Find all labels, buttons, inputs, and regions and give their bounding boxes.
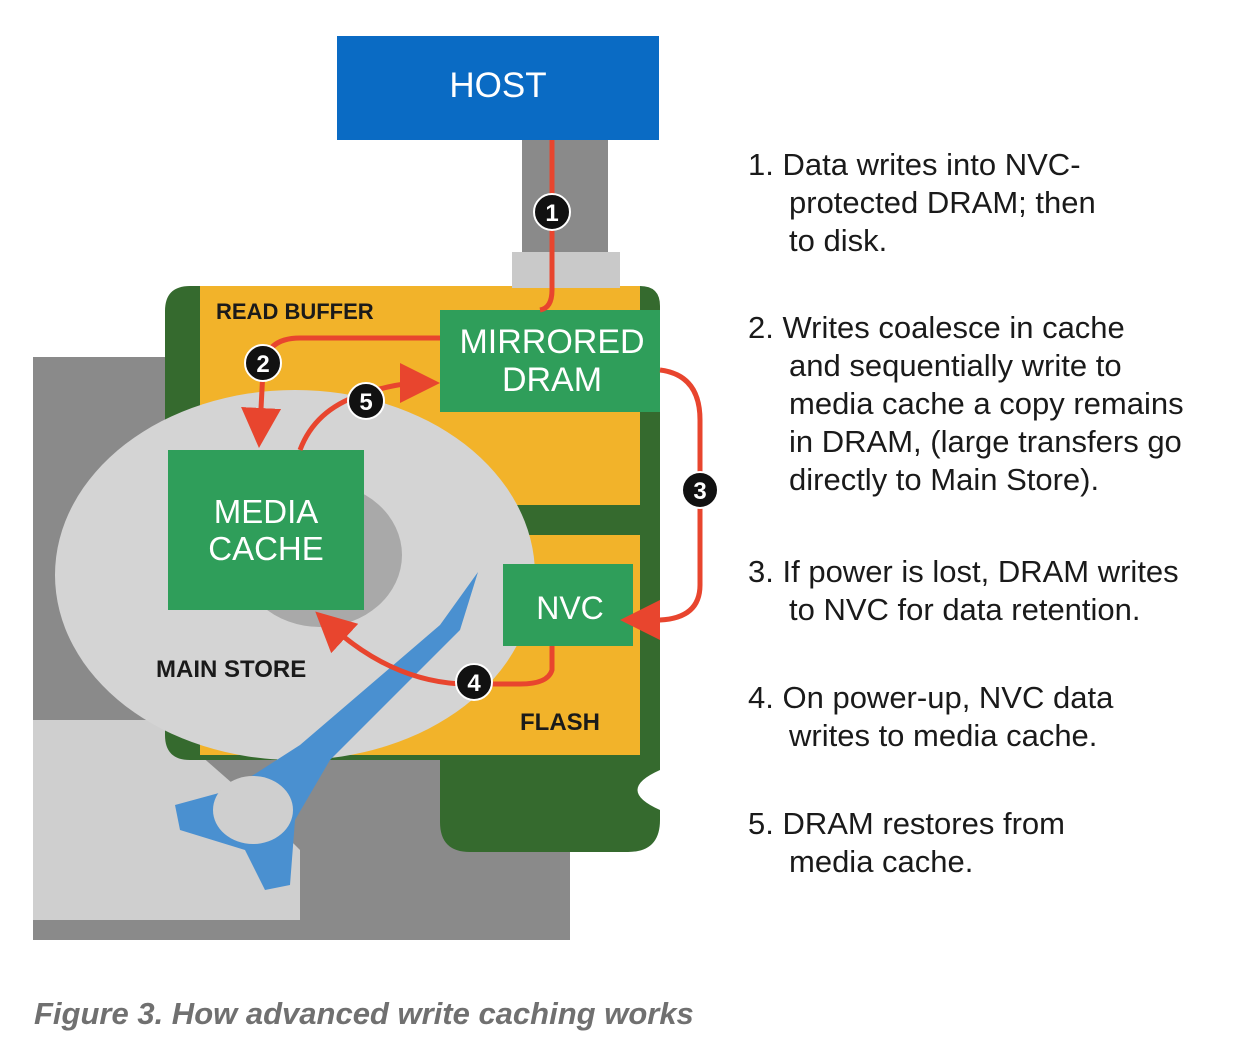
mirrored-dram-label-2: DRAM xyxy=(502,361,602,399)
arrow-1-host-to-dram xyxy=(539,140,555,313)
nvc-block xyxy=(503,564,633,646)
step-1-line-1: Data writes into NVC- xyxy=(782,147,1081,182)
mirrored-dram-label-1: MIRRORED xyxy=(459,323,644,361)
step-1: 1. Data writes into NVC- protected DRAM;… xyxy=(748,146,1096,260)
step-1-line-3: to disk. xyxy=(789,223,888,258)
svg-text:1: 1 xyxy=(545,200,558,227)
host-cable xyxy=(522,140,608,252)
buffer-divider xyxy=(510,505,640,535)
step-3-number: 3. xyxy=(748,554,774,589)
step-4-line-2: writes to media cache. xyxy=(789,718,1098,753)
svg-text:3: 3 xyxy=(693,478,706,505)
host-label: HOST xyxy=(449,66,546,105)
media-cache-label-2: CACHE xyxy=(208,530,324,567)
step-2-line-5: directly to Main Store). xyxy=(789,462,1100,497)
step-3-line-1: If power is lost, DRAM writes xyxy=(782,554,1179,589)
svg-text:4: 4 xyxy=(467,670,481,697)
step-5-line-2: media cache. xyxy=(789,844,974,879)
step-2-line-1: Writes coalesce in cache xyxy=(782,310,1125,345)
marker-2: 2 xyxy=(244,344,282,382)
step-2-line-4: in DRAM, (large transfers go xyxy=(789,424,1182,459)
main-store-label: MAIN STORE xyxy=(156,656,306,683)
step-4-number: 4. xyxy=(748,680,774,715)
arrow-4-nvc-to-media-cache xyxy=(315,611,555,687)
marker-5: 5 xyxy=(347,382,385,420)
cable-connector xyxy=(512,252,620,288)
marker-3: 3 xyxy=(681,471,719,509)
figure-caption: Figure 3. How advanced write caching wor… xyxy=(34,996,694,1031)
drive-chassis-lower xyxy=(33,720,300,920)
step-5-number: 5. xyxy=(748,806,774,841)
arrow-3-dram-to-nvc xyxy=(620,367,703,640)
step-2-line-3: media cache a copy remains xyxy=(789,386,1184,421)
mirrored-dram-block xyxy=(440,310,660,412)
media-cache-block xyxy=(168,450,364,610)
actuator-pivot xyxy=(213,776,293,844)
step-3: 3. If power is lost, DRAM writes to NVC … xyxy=(748,553,1179,629)
step-4-line-1: On power-up, NVC data xyxy=(782,680,1114,715)
step-2-line-2: and sequentially write to xyxy=(789,348,1122,383)
media-cache-label-1: MEDIA xyxy=(214,493,319,530)
marker-4: 4 xyxy=(455,663,493,701)
marker-1: 1 xyxy=(533,193,571,231)
svg-text:5: 5 xyxy=(359,389,372,416)
step-1-number: 1. xyxy=(748,147,774,182)
step-5-line-1: DRAM restores from xyxy=(782,806,1065,841)
step-3-line-2: to NVC for data retention. xyxy=(789,592,1141,627)
step-1-line-2: protected DRAM; then xyxy=(789,185,1096,220)
step-2-number: 2. xyxy=(748,310,774,345)
host-box xyxy=(337,36,659,140)
read-buffer-label: READ BUFFER xyxy=(216,299,374,324)
step-5: 5. DRAM restores from media cache. xyxy=(748,805,1065,881)
nvc-label: NVC xyxy=(536,590,604,626)
flash-label: FLASH xyxy=(520,709,600,736)
step-2: 2. Writes coalesce in cache and sequenti… xyxy=(748,309,1184,499)
write-caching-diagram: HOST MEDIA CACHE MAIN STORE MIRRORED DRA… xyxy=(33,36,719,940)
step-4: 4. On power-up, NVC data writes to media… xyxy=(748,679,1113,755)
svg-text:2: 2 xyxy=(256,351,269,378)
